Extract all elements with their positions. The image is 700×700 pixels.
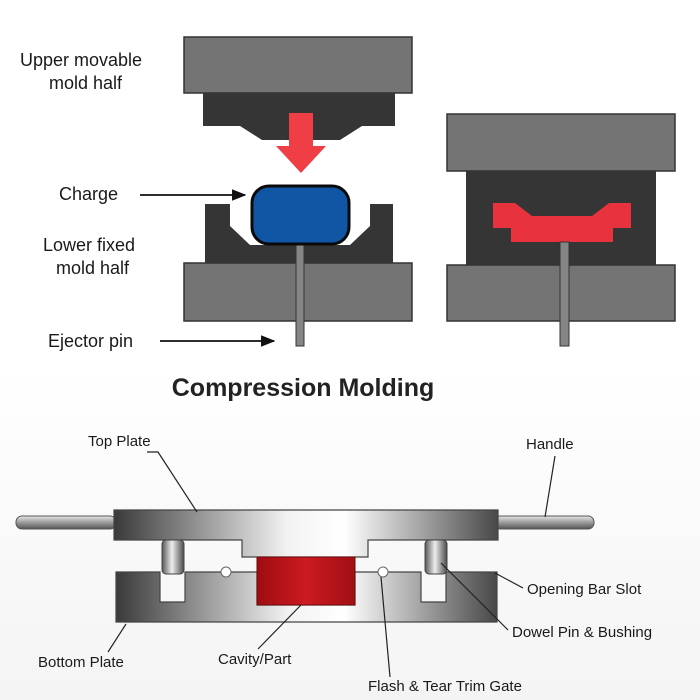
label-ejector: Ejector pin	[48, 331, 133, 351]
cavity-part	[256, 556, 356, 606]
molded-part	[493, 203, 631, 242]
flash-groove-left	[220, 566, 232, 578]
top-labels: Upper movable mold half Charge Lower fix…	[20, 50, 276, 351]
left-handle-rod	[15, 515, 117, 530]
label-cavity-part: Cavity/Part	[218, 651, 292, 668]
top-plate	[113, 509, 499, 558]
label-bottom-plate: Bottom Plate	[38, 654, 124, 671]
label-lower-line1: Lower fixed	[43, 235, 135, 255]
upper-mold-plate	[183, 36, 413, 94]
label-dowel-pin: Dowel Pin & Bushing	[512, 624, 652, 641]
dowel-pin-right	[424, 539, 448, 575]
right-handle-rod	[493, 515, 595, 530]
lower-mold-block	[205, 204, 393, 263]
label-upper-line1: Upper movable	[20, 50, 142, 70]
closed-ejector-pin	[559, 241, 570, 347]
label-handle: Handle	[526, 436, 574, 453]
press-direction-arrow	[276, 113, 326, 173]
leader-bottom-plate	[107, 623, 127, 653]
ejector-pin	[295, 242, 305, 347]
charge	[250, 184, 351, 246]
leader-opening-bar-slot	[494, 572, 524, 589]
leader-handle	[544, 455, 556, 518]
mold-cross-section	[15, 509, 595, 623]
bottom-labels: Top Plate Handle Opening Bar Slot Dowel …	[38, 433, 652, 695]
leader-flash-gate	[380, 576, 391, 678]
label-lower-line2: mold half	[56, 258, 130, 278]
closed-upper-plate	[446, 113, 676, 172]
label-charge: Charge	[59, 184, 118, 204]
leader-dowel-pin	[440, 562, 509, 631]
leader-top-plate	[147, 451, 198, 513]
label-top-plate: Top Plate	[88, 433, 151, 450]
closed-mold-figure	[446, 113, 676, 347]
dowel-pin-left	[161, 539, 185, 575]
label-upper-line2: mold half	[49, 73, 123, 93]
open-mold-figure	[183, 36, 413, 347]
leader-cavity-part	[257, 604, 302, 650]
flash-groove-right	[377, 566, 389, 578]
diagram-title: Compression Molding	[172, 374, 435, 402]
label-opening-bar-slot: Opening Bar Slot	[527, 581, 642, 598]
label-flash-gate: Flash & Tear Trim Gate	[368, 678, 522, 695]
